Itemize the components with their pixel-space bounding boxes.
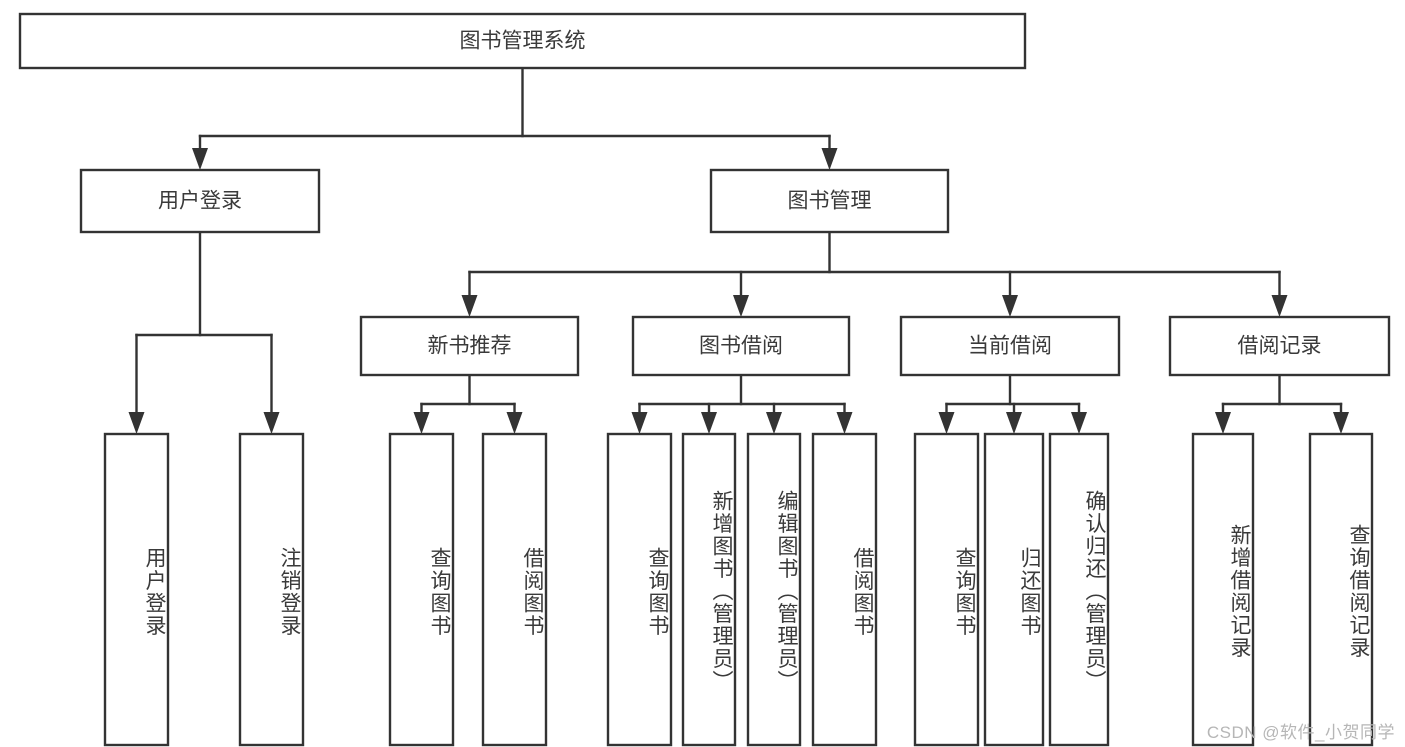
node-label-book-manage: 图书管理 [788,190,872,213]
node-box-leaf-confirm-return[interactable] [1048,432,1110,747]
node-box-book-manage[interactable] [709,168,950,234]
node-box-borrow-record[interactable] [1168,315,1391,377]
node-box-leaf-query-book-borrow[interactable] [606,432,673,747]
node-box-leaf-edit-book[interactable] [746,432,802,747]
node-label-root: 图书管理系统 [460,30,586,53]
node-box-leaf-query-record[interactable] [1308,432,1374,747]
node-boxes [18,12,1391,747]
node-label-current-borrow: 当前借阅 [968,335,1052,358]
node-box-leaf-user-login[interactable] [103,432,170,747]
node-box-leaf-add-book[interactable] [681,432,737,747]
csdn-watermark: CSDN @软件_小贺同学 [1206,723,1395,742]
book-borrow-arrow-1 [701,412,717,434]
node-box-leaf-query-book-cur[interactable] [913,432,980,747]
node-box-new-book-rec[interactable] [359,315,580,377]
book-manage-arrow-3 [1271,295,1288,317]
book-borrow-arrow-0 [631,412,648,434]
new-book-rec-arrow-1 [506,412,523,434]
root-arrow-1 [821,148,838,170]
current-borrow-arrow-0 [938,412,955,434]
book-manage-arrow-0 [461,295,478,317]
node-label-user-login: 用户登录 [158,190,242,213]
node-box-user-login[interactable] [79,168,321,234]
current-borrow-arrow-1 [1006,412,1022,434]
node-box-leaf-borrow-book[interactable] [811,432,878,747]
user-login-arrow-0 [128,412,145,434]
borrow-record-arrow-1 [1333,412,1349,434]
node-box-leaf-return-book[interactable] [983,432,1045,747]
node-box-current-borrow[interactable] [899,315,1121,377]
new-book-rec-arrow-0 [413,412,430,434]
node-box-leaf-query-book-rec[interactable] [388,432,455,747]
book-borrow-arrow-3 [836,412,853,434]
node-box-leaf-borrow-book-rec[interactable] [481,432,548,747]
book-borrow-arrow-2 [766,412,782,434]
current-borrow-arrow-2 [1071,412,1087,434]
book-manage-arrow-2 [1002,295,1018,317]
book-manage-arrow-1 [733,295,749,317]
connector-lines [128,66,1349,434]
node-label-borrow-record: 借阅记录 [1238,335,1322,358]
root-arrow-0 [192,148,208,170]
node-box-book-borrow[interactable] [631,315,851,377]
node-label-book-borrow: 图书借阅 [699,335,783,358]
node-box-leaf-add-record[interactable] [1191,432,1255,747]
node-box-leaf-user-logout[interactable] [238,432,305,747]
borrow-record-arrow-0 [1215,412,1231,434]
user-login-arrow-1 [263,412,280,434]
node-label-new-book-rec: 新书推荐 [428,335,512,358]
node-box-root[interactable] [18,12,1027,70]
